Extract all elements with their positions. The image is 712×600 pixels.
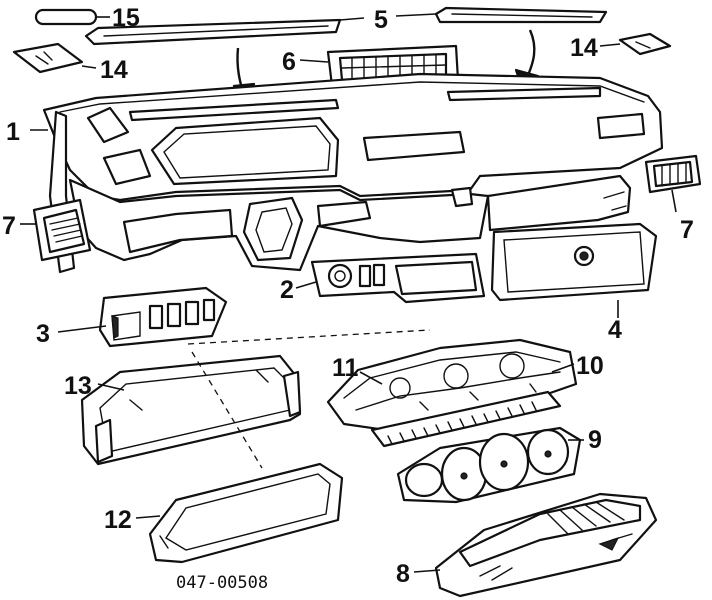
callout-1: 1 xyxy=(6,118,20,146)
part-3-switch-block xyxy=(98,286,228,348)
callout-6: 6 xyxy=(282,48,296,76)
part-9-gauge-set xyxy=(396,426,582,504)
part-8-instrument-cluster xyxy=(434,492,658,598)
callout-4: 4 xyxy=(608,316,622,344)
callout-labels: 15 14 5 6 14 1 7 7 2 3 4 11 10 13 9 12 8 xyxy=(2,4,694,588)
callout-5: 5 xyxy=(374,6,388,34)
part-14-right-clip xyxy=(618,32,672,56)
callout-7-right: 7 xyxy=(680,216,694,244)
callout-15: 15 xyxy=(112,4,140,32)
part-14-left-clip xyxy=(12,42,84,74)
part-13-cluster-bezel xyxy=(80,354,302,466)
callout-9: 9 xyxy=(588,426,602,454)
diagram-part-number: 047-00508 xyxy=(176,573,268,593)
part-5-defroster-strip-right xyxy=(434,6,608,24)
part-5-defroster-strip-left xyxy=(84,18,342,46)
callout-12: 12 xyxy=(104,506,132,534)
callout-14-left: 14 xyxy=(100,56,128,84)
part-1-dashboard-panel xyxy=(42,72,664,274)
callout-11: 11 xyxy=(332,354,359,382)
callout-13: 13 xyxy=(64,372,92,400)
part-10-printed-circuit xyxy=(370,390,562,448)
part-7-right-side-vent xyxy=(644,154,702,194)
callout-14-right: 14 xyxy=(570,34,598,62)
part-12-cluster-lens xyxy=(148,462,344,564)
callout-10: 10 xyxy=(576,352,604,380)
part-7-left-side-vent xyxy=(32,198,92,262)
callout-3: 3 xyxy=(36,320,50,348)
part-15-trim-strip xyxy=(34,8,98,26)
part-2-switch-bezel xyxy=(310,252,486,304)
callout-8: 8 xyxy=(396,560,410,588)
part-4-glove-box xyxy=(490,222,658,302)
callout-leaders xyxy=(20,13,677,573)
callout-7-left: 7 xyxy=(2,212,16,240)
assembly-dashed-lines xyxy=(187,329,431,469)
callout-2: 2 xyxy=(280,276,294,304)
